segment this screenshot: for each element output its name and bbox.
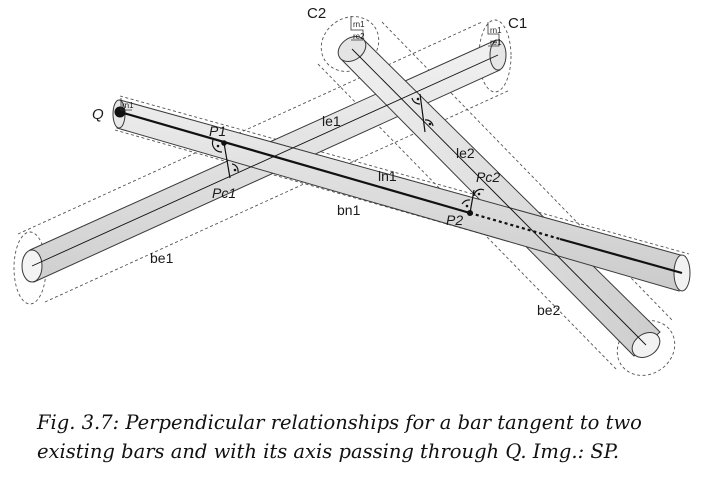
- label-re1-c1: re1: [490, 38, 502, 47]
- axis-e1: [31, 54, 499, 267]
- label-le1: le1: [322, 113, 341, 129]
- label-ln1: ln1: [378, 168, 397, 184]
- caption-line-1: Fig. 3.7: Perpendicular relationships fo…: [37, 411, 642, 434]
- right-angle-dots: [216, 97, 481, 208]
- perpendiculars: [211, 93, 485, 214]
- point-p1: [221, 140, 227, 146]
- label-rn1-c1: rn1: [490, 26, 502, 35]
- label-c1: C1: [508, 15, 527, 32]
- label-be2: be2: [537, 302, 561, 318]
- label-bn1: bn1: [337, 202, 361, 218]
- caption-line-2: existing bars and with its axis passing …: [37, 440, 620, 463]
- label-be1: be1: [150, 250, 174, 266]
- point-p2: [467, 210, 473, 216]
- label-p1: P1: [209, 123, 226, 139]
- point-q: [114, 106, 126, 118]
- label-re2-c2: re2: [353, 32, 365, 41]
- labels: Q C1 C2 P1 P2 Pc1 Pc2 le1 le2 ln1 bn1 be…: [92, 5, 561, 318]
- label-c2: C2: [307, 5, 326, 22]
- axis-e2: [351, 48, 647, 346]
- bar-n1-envelope: [114, 95, 690, 291]
- figure-caption: Fig. 3.7: Perpendicular relationships fo…: [37, 408, 697, 466]
- label-q: Q: [92, 106, 104, 123]
- axis-n1-hidden: [469, 211, 561, 241]
- label-p2: P2: [446, 212, 463, 228]
- label-rn1-q: rn1: [122, 101, 134, 110]
- label-pc2: Pc2: [476, 169, 500, 185]
- axis-n1-end: [559, 237, 683, 275]
- bar-diagram: Q C1 C2 P1 P2 Pc1 Pc2 le1 le2 ln1 bn1 be…: [13, 5, 691, 376]
- label-pc1: Pc1: [212, 185, 236, 201]
- radius-marks: [120, 16, 500, 111]
- axis-n1: [119, 110, 471, 215]
- bar-axes: [31, 48, 683, 346]
- label-le2: le2: [456, 145, 475, 161]
- label-rn1-c2: rn1: [353, 20, 365, 29]
